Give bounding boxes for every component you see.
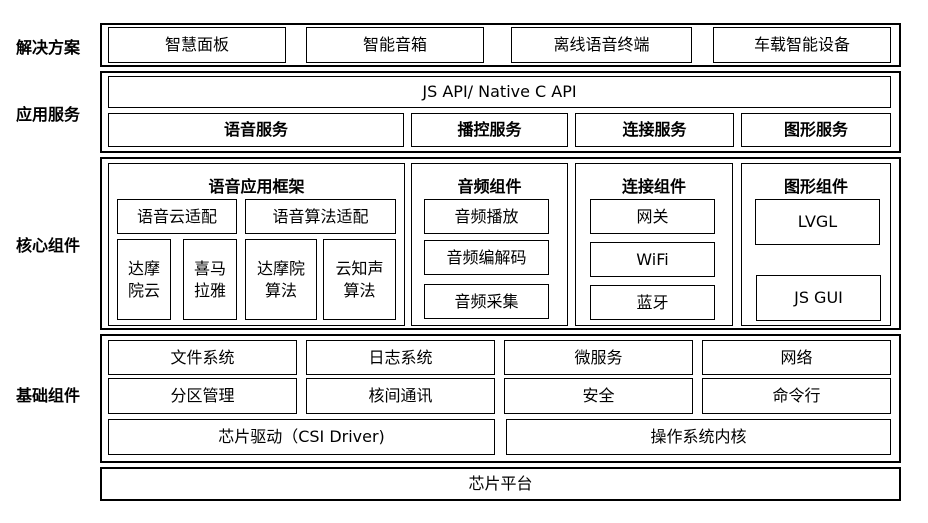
base-microservice: 微服务 [504, 340, 693, 375]
base-inter-core-communication: 核间通讯 [306, 378, 495, 414]
base-command-line: 命令行 [702, 378, 891, 414]
service-playback-control: 播控服务 [411, 113, 568, 147]
base-file-system: 文件系统 [108, 340, 297, 375]
solution-vehicle-device: 车载智能设备 [713, 27, 891, 63]
connect-wifi: WiFi [590, 242, 715, 277]
graphics-section: 图形组件 [741, 163, 891, 326]
voice-framework-title: 语音应用框架 [208, 177, 305, 196]
audio-capture: 音频采集 [424, 284, 549, 319]
audio-playback: 音频播放 [424, 199, 549, 234]
base-os-kernel: 操作系统内核 [506, 419, 891, 455]
base-log-system: 日志系统 [306, 340, 495, 375]
base-chip-driver: 芯片驱动（CSI Driver) [108, 419, 495, 455]
service-connectivity: 连接服务 [575, 113, 734, 147]
solution-offline-voice-terminal: 离线语音终端 [511, 27, 692, 63]
vendor-ximalaya: 喜马 拉雅 [183, 239, 237, 320]
connect-title: 连接组件 [621, 177, 686, 196]
vendor-damo-algorithm: 达摩院 算法 [245, 239, 317, 320]
audio-title: 音频组件 [457, 177, 522, 196]
graphics-lvgl: LVGL [755, 199, 880, 245]
connect-bluetooth: 蓝牙 [590, 285, 715, 320]
layer-label-solutions: 解决方案 [16, 38, 81, 57]
connect-gateway: 网关 [590, 199, 715, 234]
vendor-damo-cloud: 达摩 院云 [117, 239, 171, 320]
api-bar: JS API/ Native C API [108, 76, 891, 108]
voice-cloud-adapter: 语音云适配 [117, 199, 237, 234]
voice-algorithm-adapter: 语音算法适配 [245, 199, 396, 234]
service-graphics: 图形服务 [741, 113, 891, 147]
connect-section: 连接组件 [575, 163, 733, 326]
chip-platform: 芯片平台 [100, 467, 901, 501]
base-security: 安全 [504, 378, 693, 414]
solution-smart-panel: 智慧面板 [108, 27, 286, 63]
service-voice: 语音服务 [108, 113, 404, 147]
audio-codec: 音频编解码 [424, 240, 549, 275]
graphics-js-gui: JS GUI [756, 275, 881, 321]
solution-smart-speaker: 智能音箱 [306, 27, 484, 63]
base-partition-management: 分区管理 [108, 378, 297, 414]
layer-label-core: 核心组件 [16, 236, 81, 255]
base-network: 网络 [702, 340, 891, 375]
voice-framework-section: 语音应用框架 [108, 163, 405, 326]
layer-label-base: 基础组件 [16, 386, 81, 405]
vendor-unisound-algorithm: 云知声 算法 [323, 239, 396, 320]
graphics-title: 图形组件 [783, 177, 848, 196]
layer-label-app-services: 应用服务 [16, 105, 81, 124]
audio-section: 音频组件 [411, 163, 568, 326]
